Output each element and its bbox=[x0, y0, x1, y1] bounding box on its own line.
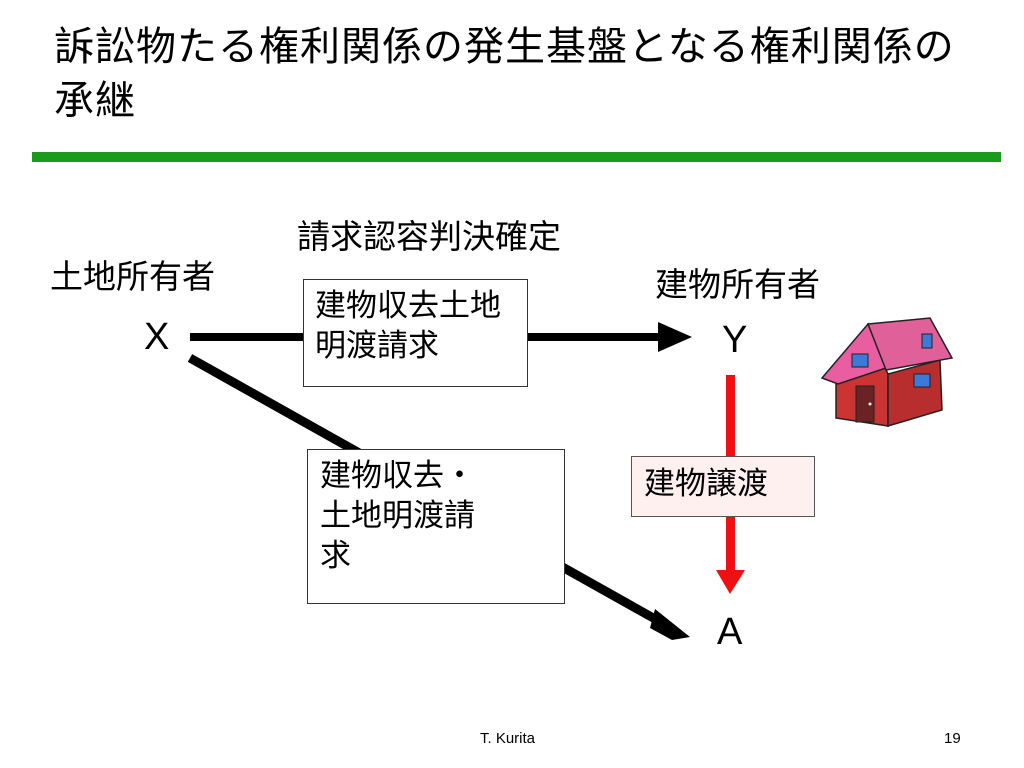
claim-box-x-a: 建物収去・ 土地明渡請 求 bbox=[307, 449, 565, 604]
page-number: 19 bbox=[944, 730, 961, 747]
transfer-box: 建物譲渡 bbox=[631, 456, 815, 517]
party-y: Y bbox=[722, 319, 748, 361]
claim-box-x-y: 建物収去土地明渡請求 bbox=[303, 279, 528, 387]
title-divider bbox=[32, 152, 1001, 162]
footer-author: T. Kurita bbox=[480, 730, 536, 747]
arrow-x-to-a-head bbox=[650, 609, 690, 640]
party-x: X bbox=[144, 316, 170, 358]
slide-title: 訴訟物たる権利関係の発生基盤となる権利関係の承継 bbox=[54, 24, 955, 124]
arrow-y-to-a-head bbox=[716, 570, 745, 594]
arrow-x-to-y-head bbox=[658, 322, 692, 352]
house-icon bbox=[820, 317, 954, 428]
land-owner-label: 土地所有者 bbox=[50, 257, 215, 296]
party-a: A bbox=[717, 611, 743, 653]
judgment-label: 請求認容判決確定 bbox=[297, 217, 561, 256]
building-owner-label: 建物所有者 bbox=[655, 265, 820, 304]
